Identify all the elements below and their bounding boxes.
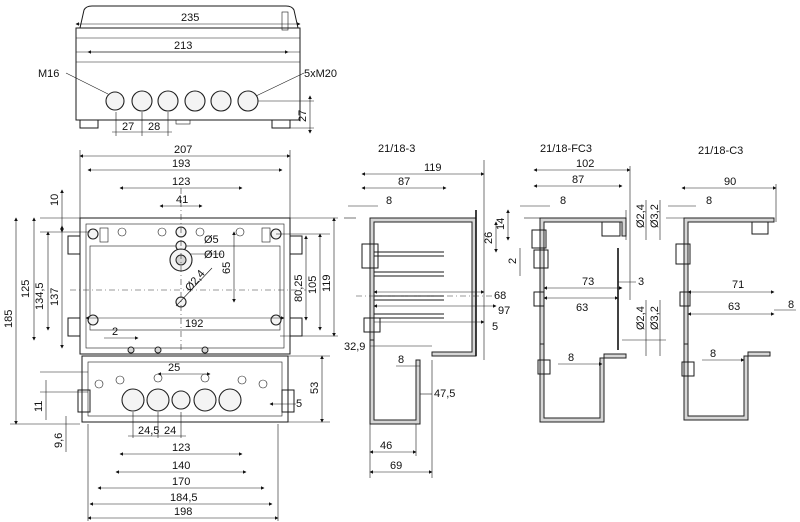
dim-14: 14	[495, 218, 507, 230]
dim-8-fc3-mid: 8	[568, 352, 574, 364]
dim-41: 41	[176, 194, 188, 206]
dim-213: 213	[174, 40, 192, 52]
dim-185: 185	[3, 310, 15, 328]
dim-105: 105	[307, 276, 319, 294]
top-view: 235 213 27 28 M16 5xM20 27	[38, 5, 337, 136]
dim-2-side: 2	[507, 258, 519, 264]
dim-68: 68	[494, 290, 506, 302]
dim-73: 73	[582, 276, 594, 288]
dim-26: 26	[483, 232, 495, 244]
dim-46: 46	[380, 440, 392, 452]
m16-hole	[105, 91, 125, 111]
dim-184-5: 184,5	[170, 492, 198, 504]
m20-hole	[157, 90, 179, 112]
dim-d2-4-bottom: Ø2,4	[635, 306, 647, 330]
dim-87: 87	[398, 176, 410, 188]
dim-5: 5	[492, 321, 498, 333]
label-m16: M16	[38, 68, 59, 80]
dim-65: 65	[221, 262, 233, 274]
dim-69: 69	[390, 460, 402, 472]
dim-123-bottom: 123	[172, 442, 190, 454]
dim-5-front: 5	[296, 398, 302, 410]
dim-11: 11	[33, 401, 45, 412]
dim-170: 170	[172, 476, 190, 488]
dim-d3-2-bottom: Ø3,2	[649, 306, 661, 330]
dim-8-mid: 8	[398, 354, 404, 366]
dim-71: 71	[732, 279, 744, 291]
dim-8-c3-mid: 8	[710, 348, 716, 360]
dim-125: 125	[20, 280, 32, 298]
dim-d10: Ø10	[204, 249, 225, 261]
dim-32-9: 32,9	[344, 341, 365, 353]
dim-8-c3: 8	[706, 195, 712, 207]
section-title-21-18-c3: 21/18-C3	[698, 145, 743, 157]
dim-9-6: 9,6	[53, 433, 65, 448]
dim-235: 235	[181, 12, 199, 24]
dim-24-5: 24,5	[138, 425, 159, 437]
dim-192: 192	[185, 318, 203, 330]
dim-d3-2-top: Ø3,2	[649, 204, 661, 228]
dim-134-5: 134,5	[34, 282, 46, 310]
section-21-18-3: 21/18-3 119 87 8 26 14 2 68 97 5 32,9	[344, 143, 521, 478]
dim-2: 2	[112, 326, 118, 338]
dim-25: 25	[168, 362, 180, 374]
m20-hole	[131, 90, 153, 112]
dim-8-top: 8	[386, 195, 392, 207]
dim-140: 140	[172, 460, 190, 472]
dim-207: 207	[174, 144, 192, 156]
dim-3: 3	[638, 276, 644, 288]
dim-119: 119	[424, 162, 442, 174]
dim-63-fc3: 63	[576, 302, 588, 314]
dim-198: 198	[174, 506, 192, 518]
dim-53: 53	[309, 382, 321, 394]
dim-90: 90	[724, 176, 736, 188]
dim-d2-4-top: Ø2,4	[635, 204, 647, 228]
dim-d5: Ø5	[204, 234, 219, 246]
gland-plate	[81, 355, 289, 423]
dim-8-c3-right: 8	[788, 299, 794, 311]
dim-28: 28	[148, 121, 160, 133]
section-profile	[369, 217, 477, 357]
label-5xm20: 5xM20	[304, 68, 337, 80]
dim-80-25: 80,25	[293, 274, 305, 302]
dim-193: 193	[172, 158, 190, 170]
dim-24: 24	[164, 425, 176, 437]
front-view: 207 193 123 41 192 2 Ø5 Ø10 Ø2,4 65 10 1…	[3, 144, 338, 521]
dim-27: 27	[122, 121, 134, 133]
dim-27-height: 27	[297, 110, 309, 122]
top-view-lid	[79, 5, 299, 29]
dim-97: 97	[498, 305, 510, 317]
dim-119-front: 119	[321, 274, 333, 292]
dim-47-5: 47,5	[434, 388, 455, 400]
dim-10: 10	[49, 194, 61, 206]
m20-hole	[237, 90, 259, 112]
dim-102: 102	[576, 158, 594, 170]
section-21-18-c3: 21/18-C3 90 8 71 63 8 8	[666, 145, 796, 421]
front-lid-outline	[79, 217, 291, 355]
dim-8-fc3: 8	[560, 195, 566, 207]
section-21-18-fc3: 21/18-FC3 102 87 8 Ø2,4 Ø3,2 73 3 63 Ø2,…	[520, 143, 666, 423]
section-title-21-18-3: 21/18-3	[378, 143, 415, 155]
dim-123: 123	[172, 176, 190, 188]
section-title-21-18-fc3: 21/18-FC3	[540, 143, 592, 155]
dim-87-fc3: 87	[572, 174, 584, 186]
m20-hole	[210, 90, 232, 112]
dim-137: 137	[49, 288, 61, 306]
dim-63-c3: 63	[728, 301, 740, 313]
m20-hole	[184, 90, 206, 112]
